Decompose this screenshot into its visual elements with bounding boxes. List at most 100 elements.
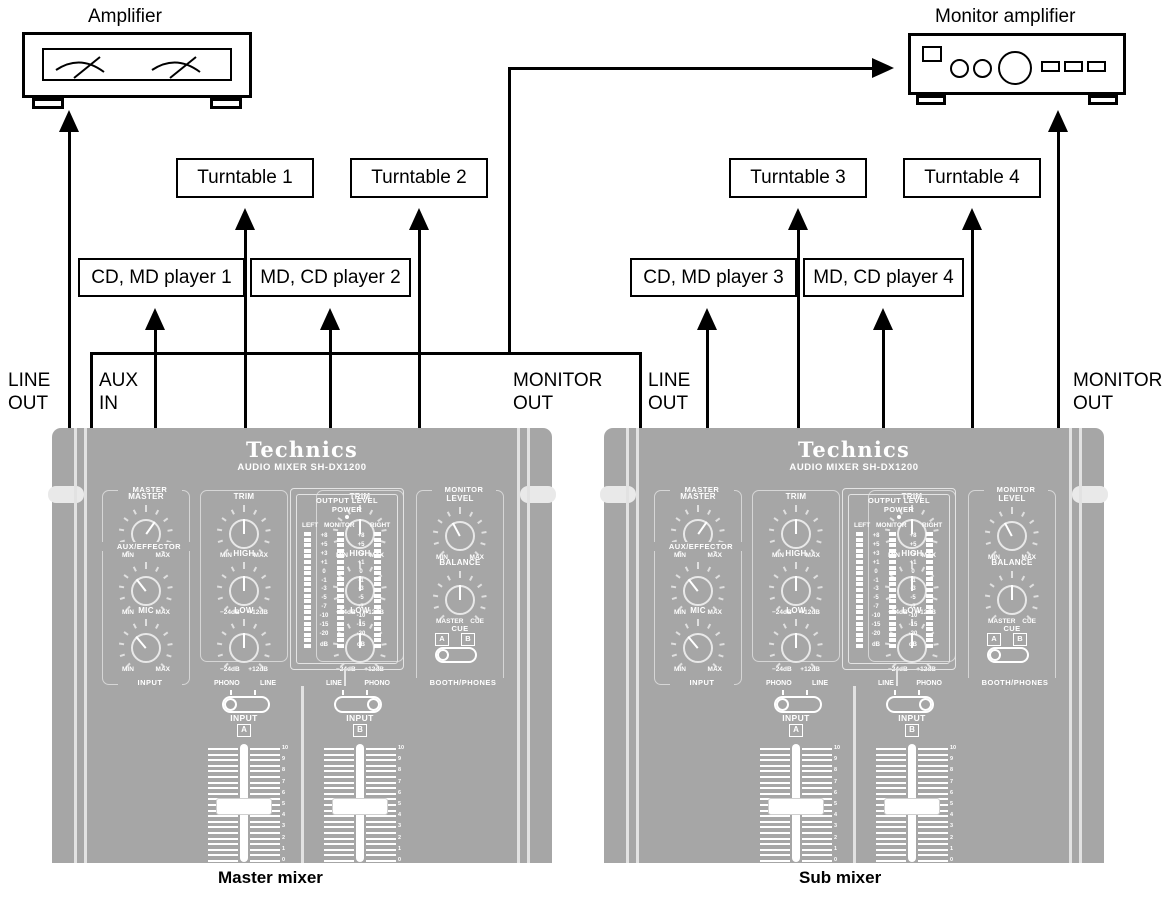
sub-mixer-meter-scale-value: +3 <box>872 550 880 557</box>
master-mixer-meter-scale-value: -3 <box>358 586 364 593</box>
sub-mixer-meter-segment <box>889 543 896 548</box>
master-mixer-channel-a-fader-tick <box>208 759 238 762</box>
master-mixer-meter-segment <box>304 593 311 598</box>
sub-mixer-cue-button-a[interactable]: A <box>987 633 1001 646</box>
monitor-amplifier-knob-2[interactable] <box>973 59 992 78</box>
master-mixer-channel-a-fader-cap[interactable] <box>216 798 272 815</box>
master-mixer-channel-a-source-switch[interactable]: PHONO LINE <box>214 680 276 713</box>
source-box-md-cd-player-4[interactable]: MD, CD player 4 <box>803 258 964 297</box>
arrow-master-line-out-to-amplifier <box>59 110 79 132</box>
sub-mixer-mic-knob-tick <box>718 654 724 658</box>
sub-mixer-monitor-level-knob-tick <box>989 519 995 524</box>
master-mixer-channel-a-switch-right-label: LINE <box>260 680 276 687</box>
master-mixer-cha-low-knob-tick <box>243 619 245 626</box>
master-mixer-cha-low-knob[interactable] <box>228 632 260 664</box>
sub-mixer-cha-high-knob-max-label: +12dB <box>800 609 820 617</box>
sub-mixer-meter-segment <box>856 543 863 548</box>
master-mixer-chb-high-knob-title: HIGH <box>349 549 371 558</box>
master-mixer-cue-switch-knob[interactable] <box>437 649 449 661</box>
master-mixer-meter-scale-value: -5 <box>358 595 364 602</box>
master-mixer-channel-b-switch-knob[interactable] <box>367 698 380 711</box>
source-box-turntable-2[interactable]: Turntable 2 <box>350 158 488 198</box>
master-mixer-channel-a-fader-tick <box>208 860 238 862</box>
wire-cd2-feed <box>329 330 332 430</box>
source-box-turntable-1[interactable]: Turntable 1 <box>176 158 314 198</box>
monitor-amplifier-knob-1[interactable] <box>950 59 969 78</box>
master-mixer-meter-segment <box>304 543 311 548</box>
sub-mixer-input-panel-tag-top: MASTER <box>670 485 734 494</box>
sub-mixer-rack-notch-left <box>600 486 636 503</box>
sub-mixer-meter-scale-value: +8 <box>872 533 880 539</box>
master-mixer-channel-a-fader-title: INPUT <box>230 713 258 723</box>
master-mixer-chb-low-knob-tick <box>359 619 361 626</box>
master-mixer-meter-segment <box>374 593 381 598</box>
sub-mixer-channel-b-fader-tick-minor <box>918 832 948 834</box>
master-mixer-meter-segment <box>337 627 344 632</box>
source-box-turntable-3[interactable]: Turntable 3 <box>729 158 867 198</box>
master-mixer-meter-scale-value: -10 <box>319 613 329 620</box>
master-mixer-meter-segment <box>304 554 311 559</box>
sub-mixer-cue-switch-knob[interactable] <box>989 649 1001 661</box>
port-label-out: OUT <box>648 393 689 414</box>
sub-mixer-meter-segment <box>856 548 863 553</box>
monitor-amplifier-button-1[interactable] <box>1041 61 1060 72</box>
arrow-to-md-cd-player-2 <box>320 308 340 330</box>
master-mixer-channel-a-switch-knob[interactable] <box>224 698 237 711</box>
sub-mixer-chb-trim-knob-tick <box>911 505 913 512</box>
master-mixer-meter-scale-value: +5 <box>320 541 328 548</box>
master-mixer-meter-scale-value: +1 <box>357 559 365 566</box>
sub-mixer-channel-a-fader-cap[interactable] <box>768 798 824 815</box>
sub-mixer-chb-low-knob-title: LOW <box>902 606 922 615</box>
source-box-turntable-4[interactable]: Turntable 4 <box>903 158 1041 198</box>
sub-mixer-meter-scale-value: 0 <box>911 568 915 575</box>
sub-mixer-meter-scale-value: +5 <box>909 541 917 548</box>
monitor-amplifier-volume-knob[interactable] <box>998 51 1032 85</box>
master-mixer-channel-a-switch-tick-right <box>254 690 256 695</box>
sub-mixer-channel-a-fader-scale-value: 8 <box>834 767 838 774</box>
master-mixer-channel-a-fader-tick <box>250 826 280 829</box>
master-mixer-channel-b-fader-cap[interactable] <box>332 798 388 815</box>
sub-mixer-cue-button-b[interactable]: B <box>1013 633 1027 646</box>
sub-mixer-channel-b-switch-knob[interactable] <box>919 698 932 711</box>
master-mixer-cue-button-a[interactable]: A <box>435 633 449 646</box>
master-mixer-channel-a-fader-tick-minor <box>250 854 280 857</box>
sub-mixer-master-knob-tick <box>715 517 721 522</box>
master-mixer-channel-a-fader-tick <box>250 860 280 862</box>
sub-mixer-channel-b-fader-tick-minor <box>876 820 906 823</box>
sub-mixer-channel-b-fader-tick <box>918 815 948 818</box>
sub-mixer-monitor-panel-tag-bottom: BOOTH/PHONES <box>966 678 1064 687</box>
master-mixer-aux-knob[interactable] <box>130 575 162 607</box>
master-mixer-cue-button-b[interactable]: B <box>461 633 475 646</box>
master-mixer-meter-unit-label: dB <box>320 641 328 648</box>
master-mixer-monitor-balance-knob-tick <box>469 575 473 581</box>
sub-mixer-meter-segment <box>926 565 933 570</box>
sub-mixer-channel-b-fader-tick <box>876 826 906 829</box>
monitor-amplifier-button-2[interactable] <box>1064 61 1083 72</box>
master-mixer-cha-trim-knob-tick <box>243 505 245 512</box>
sub-mixer-channel-a-switch-knob[interactable] <box>776 698 789 711</box>
source-box-cd-md-player-3[interactable]: CD, MD player 3 <box>630 258 797 297</box>
sub-mixer-meter-unit-label: dB <box>872 641 880 648</box>
master-mixer-cha-high-knob-tick <box>264 597 270 601</box>
port-label-line: LINE <box>8 370 51 391</box>
source-box-cd-md-player-1[interactable]: CD, MD player 1 <box>78 258 245 297</box>
sub-mixer-channel-a-fader-title: INPUT <box>782 713 810 723</box>
sub-mixer-aux-knob-max-label: MAX <box>707 609 722 617</box>
sub-mixer-meter-stem <box>896 670 898 686</box>
sub-mixer-channel-b-fader-cap[interactable] <box>884 798 940 815</box>
monitor-amplifier-button-3[interactable] <box>1087 61 1106 72</box>
master-mixer-meter-segment <box>374 582 381 587</box>
master-mixer-monitor-level-knob-tick <box>459 507 461 514</box>
master-mixer-channel-a-fader-tick <box>250 837 280 840</box>
sub-mixer-channel-a-switch-left-label: PHONO <box>766 680 792 687</box>
source-box-md-cd-player-2[interactable]: MD, CD player 2 <box>250 258 411 297</box>
master-mixer-channel-a-switch-left-label: PHONO <box>214 680 240 687</box>
master-mixer-channel-b-fader-tick-minor <box>366 854 396 857</box>
